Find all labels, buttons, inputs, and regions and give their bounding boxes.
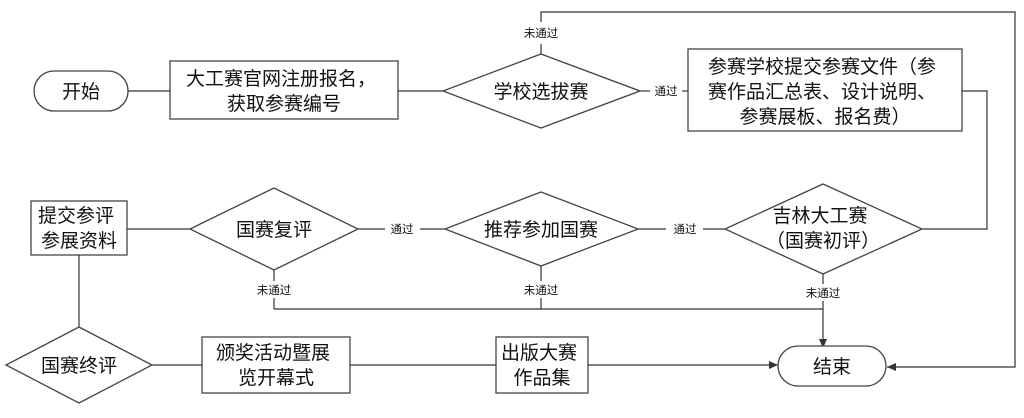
node-recommend: 推荐参加国赛 xyxy=(443,191,640,267)
node-start-text: 开始 xyxy=(62,81,100,103)
node-submit-docs: 参赛学校提交参赛文件（参 赛作品汇总表、设计说明、 参赛展板、报名费） xyxy=(687,48,963,132)
label-recommend-pass: 通过 xyxy=(391,222,414,236)
label-recommend-fail: 未通过 xyxy=(524,283,559,297)
node-jilin: 吉林大工赛 （国赛初评） xyxy=(723,183,924,275)
edge-school-fail-loop xyxy=(540,11,1016,371)
edge-submit-jilin xyxy=(922,90,988,230)
node-jilin-text: 吉林大工赛 （国赛初评） xyxy=(766,205,880,252)
node-end: 结束 xyxy=(777,345,887,387)
node-award: 颁奖活动暨展 览开幕式 xyxy=(201,336,351,394)
node-register: 大工赛官网注册报名， 获取参赛编号 xyxy=(169,60,399,120)
node-school-selection: 学校选拔赛 xyxy=(441,53,642,129)
label-jilin-pass: 通过 xyxy=(674,222,697,236)
node-national-review-text: 国赛复评 xyxy=(236,219,312,241)
node-award-text: 颁奖活动暨展 览开幕式 xyxy=(216,342,336,389)
node-national-review: 国赛复评 xyxy=(188,187,360,271)
node-submit-materials: 提交参评 参展资料 xyxy=(30,200,128,256)
node-national-final: 国赛终评 xyxy=(4,326,154,404)
node-national-final-text: 国赛终评 xyxy=(41,355,117,377)
node-start: 开始 xyxy=(33,70,129,112)
node-school-selection-text: 学校选拔赛 xyxy=(493,81,588,103)
node-register-text: 大工赛官网注册报名， 获取参赛编号 xyxy=(186,68,382,115)
node-submit-materials-text: 提交参评 参展资料 xyxy=(38,205,120,252)
label-school-fail: 未通过 xyxy=(524,26,559,40)
label-jilin-fail: 未通过 xyxy=(806,286,841,300)
node-publish: 出版大赛 作品集 xyxy=(495,336,589,394)
node-publish-text: 出版大赛 作品集 xyxy=(501,342,583,389)
node-end-text: 结束 xyxy=(813,356,851,378)
label-review-fail: 未通过 xyxy=(257,283,292,297)
label-school-pass: 通过 xyxy=(655,84,678,98)
node-recommend-text: 推荐参加国赛 xyxy=(484,219,598,241)
node-submit-docs-text: 参赛学校提交参赛文件（参 赛作品汇总表、设计说明、 参赛展板、报名费） xyxy=(708,56,942,128)
